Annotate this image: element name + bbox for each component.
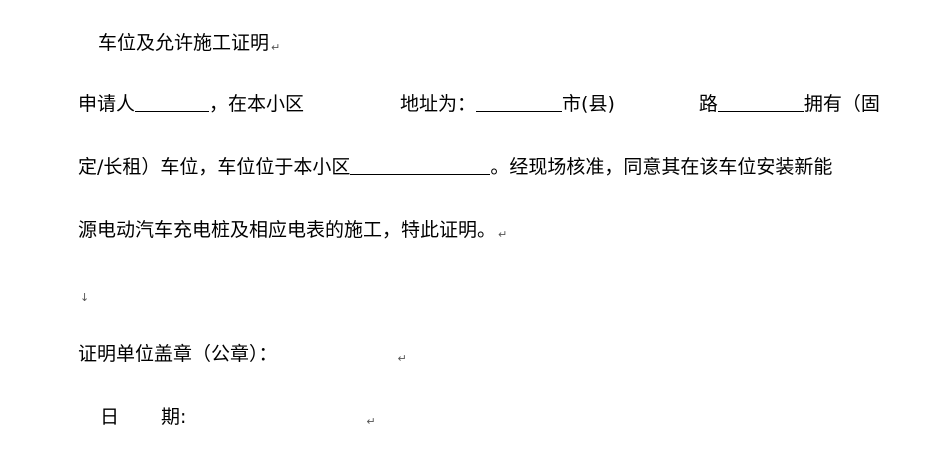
parking-location-blank xyxy=(350,156,491,175)
applicant-label: 申请人 xyxy=(78,93,136,115)
body-line-2: 定/长租）车位，车位位于本小区 。经现场核准，同意其在该车位安装新能 xyxy=(78,154,832,180)
owns-label: 拥有（固 xyxy=(803,93,880,115)
paragraph-mark-icon: ↵ xyxy=(366,415,376,428)
date-label-period: 期: xyxy=(161,406,187,428)
city-blank xyxy=(476,93,563,112)
seal-line: 证明单位盖章（公章）： ↵ xyxy=(78,341,407,372)
empty-line: ↓ xyxy=(78,280,89,311)
community-label: ，在本小区 xyxy=(209,93,305,115)
paragraph-mark-icon: ↵ xyxy=(498,228,508,241)
applicant-blank xyxy=(135,93,210,112)
document-title: 车位及允许施工证明↵ xyxy=(98,30,280,61)
title-text: 车位及允许施工证明 xyxy=(98,32,270,54)
body-line-1: 申请人 ，在本小区 地址为： 市(县) 路 拥有（固 xyxy=(78,91,908,117)
road-blank xyxy=(717,93,804,112)
date-label-day: 日 xyxy=(100,406,120,428)
city-label: 市(县) xyxy=(562,93,615,115)
approval-text: 。经现场核准，同意其在该车位安装新能 xyxy=(490,156,833,178)
date-line: 日 期: ↵ xyxy=(100,404,376,435)
body-line-3: 源电动汽车充电桩及相应电表的施工，特此证明。↵ xyxy=(78,217,507,248)
line-break-mark-icon: ↓ xyxy=(80,291,90,304)
seal-label: 证明单位盖章（公章）： xyxy=(78,343,278,365)
address-label: 地址为： xyxy=(400,93,477,115)
paragraph-mark-icon: ↵ xyxy=(271,41,281,54)
conclusion-text: 源电动汽车充电桩及相应电表的施工，特此证明。 xyxy=(78,219,497,241)
parking-location-label: 定/长租）车位，车位位于本小区 xyxy=(78,156,351,178)
paragraph-mark-icon: ↵ xyxy=(397,352,407,365)
road-label: 路 xyxy=(698,93,718,115)
